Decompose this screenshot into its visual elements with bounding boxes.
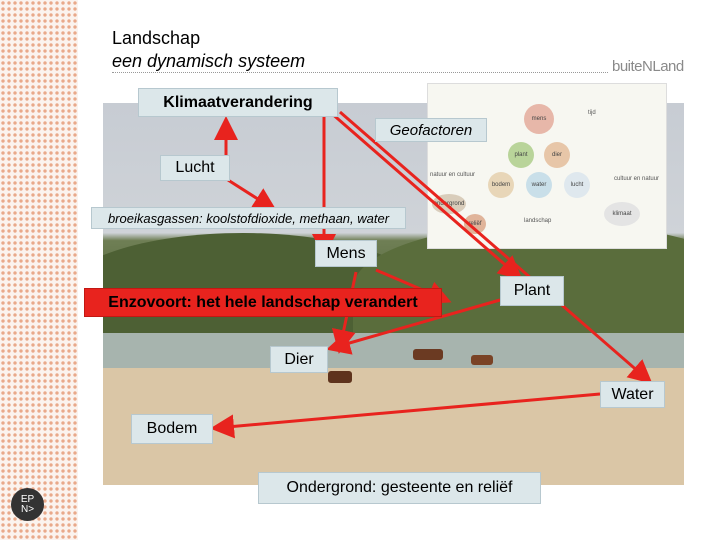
diagram-node: plant [508,142,534,168]
cow [413,349,443,360]
arrow [339,110,653,384]
brand-logo-text: buiteNLand [612,58,684,75]
box-enzovoort: Enzovoort: het hele landschap verandert [84,288,442,317]
diagram-label: landschap [524,218,552,224]
epn-logo: EP N> [11,488,44,521]
arrow [326,298,501,355]
diagram-node: water [526,172,552,198]
cow [328,371,352,383]
diagram-node: bodem [488,172,514,198]
logo-line-2: N> [20,503,35,515]
cow [471,355,493,365]
river [103,333,684,373]
diagram-node: reliëf [464,214,486,234]
dotted-side-band [0,0,78,540]
box-ondergrond: Ondergrond: gesteente en reliëf [258,472,541,504]
diagram-node: mens [524,104,554,134]
box-geofactoren: Geofactoren [375,118,487,142]
arrow [329,110,523,280]
title-underline [112,72,608,73]
slide-title: Landschap een dynamisch systeem [112,27,305,73]
logo-line-1: EP [20,493,35,505]
box-klimaatverandering: Klimaatverandering [138,88,338,117]
box-dier: Dier [270,346,328,373]
box-broeikasgassen: broeikasgassen: koolstofdioxide, methaan… [91,207,406,229]
diagram-node: dier [544,142,570,168]
box-bodem: Bodem [131,414,213,444]
arrow [210,392,601,439]
diagram-node: lucht [564,172,590,198]
title-line-1: Landschap [112,28,201,48]
box-water: Water [600,381,665,408]
box-plant: Plant [500,276,564,306]
box-mens: Mens [315,240,377,267]
diagram-label: tijd [588,110,596,116]
diagram-node: klimaat [604,202,640,226]
diagram-label: cultuur en natuur [614,176,660,182]
diagram-label: natuur en cultuur [430,172,476,178]
title-line-2: een dynamisch systeem [112,51,306,71]
arrow [227,178,278,212]
box-lucht: Lucht [160,155,230,181]
